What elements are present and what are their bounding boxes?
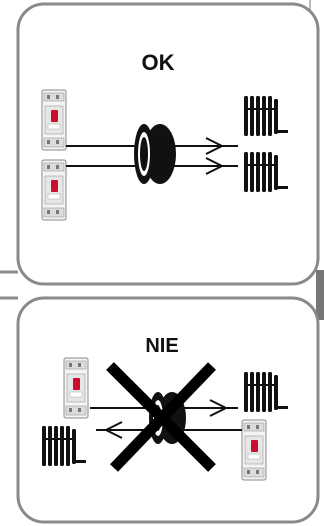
- panel-nie-label: NIE: [145, 335, 178, 357]
- arrow-left-icon: [103, 421, 123, 439]
- circuit-breaker-icon: [41, 159, 67, 221]
- arrow-right-icon: [205, 157, 225, 175]
- panel-ok: OK: [16, 2, 320, 286]
- frame-connector-left: [0, 270, 18, 300]
- circuit-breaker-icon: [241, 419, 267, 481]
- arrow-right-icon: [209, 399, 229, 417]
- frame-side-tab: [316, 270, 324, 320]
- circuit-breaker-icon: [41, 89, 67, 151]
- arrow-right-icon: [205, 137, 225, 155]
- panel-ok-label: OK: [142, 50, 175, 75]
- ferrite-ring-icon: [134, 124, 176, 184]
- panel-nie: NIE: [16, 296, 320, 524]
- cross-x-icon: [106, 362, 216, 472]
- circuit-breaker-icon: [63, 357, 89, 419]
